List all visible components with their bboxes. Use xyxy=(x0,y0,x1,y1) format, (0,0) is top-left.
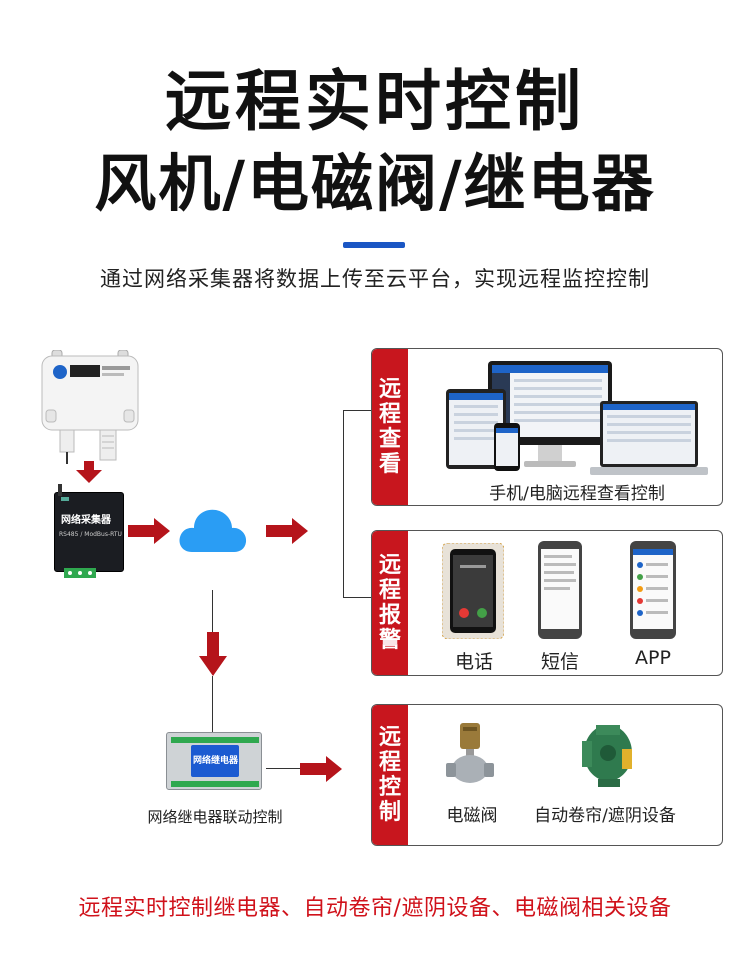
accent-divider xyxy=(343,242,405,248)
page-title: 远程实时控制 xyxy=(165,63,585,140)
tab-char: 警 xyxy=(378,628,401,653)
relay-caption: 网络继电器联动控制 xyxy=(147,808,283,826)
connector-line xyxy=(212,676,213,732)
alarm-item-sms: 短信 xyxy=(540,651,579,673)
arrow-right-icon xyxy=(300,756,342,782)
collector-terminal-icon xyxy=(64,568,96,578)
control-item-valve: 电磁阀 xyxy=(446,806,498,826)
shade-motor-icon xyxy=(582,725,632,787)
tab-char: 远 xyxy=(378,553,401,578)
tab-char: 程 xyxy=(378,750,401,775)
description-text: 通过网络采集器将数据上传至云平台，实现远程监控控制 xyxy=(100,267,650,291)
remote-alarm-tab: 远 程 报 警 xyxy=(372,531,408,675)
laptop-icon xyxy=(590,401,708,475)
arrow-down-icon xyxy=(199,632,227,676)
connector-line xyxy=(343,410,344,598)
solenoid-valve-icon xyxy=(446,723,494,783)
sms-icon xyxy=(538,541,582,639)
network-collector-device: 网络采集器 RS485 / ModBus-RTU xyxy=(54,492,124,572)
remote-view-caption: 手机/电脑远程查看控制 xyxy=(489,484,665,504)
tab-char: 远 xyxy=(378,377,401,402)
connector-line xyxy=(343,597,371,598)
tab-char: 程 xyxy=(378,578,401,603)
control-item-shade: 自动卷帘/遮阴设备 xyxy=(534,806,676,826)
smartphone-icon xyxy=(494,423,520,471)
tab-char: 制 xyxy=(378,800,401,825)
alarm-item-phone: 电话 xyxy=(454,651,493,673)
sensor-device-icon xyxy=(41,350,139,464)
remote-view-panel: 远 程 查 看 xyxy=(371,348,723,506)
remote-control-tab: 远 程 控 制 xyxy=(372,705,408,845)
remote-control-panel: 远 程 控 制 电磁阀 自动卷帘/遮阴设备 xyxy=(371,704,723,846)
connector-line xyxy=(343,410,371,411)
tab-char: 报 xyxy=(378,603,401,628)
connector-line xyxy=(266,768,300,769)
arrow-down-icon xyxy=(76,461,102,483)
tab-char: 程 xyxy=(378,402,401,427)
footer-note: 远程实时控制继电器、自动卷帘/遮阴设备、电磁阀相关设备 xyxy=(78,896,672,921)
arrow-right-icon xyxy=(128,518,170,544)
phone-call-icon xyxy=(442,543,504,639)
collector-label: 网络采集器 xyxy=(61,515,111,526)
remote-alarm-panel: 远 程 报 警 电话 短信 APP xyxy=(371,530,723,676)
monitor-icon xyxy=(488,361,612,467)
collector-sub-label: RS485 / ModBus-RTU xyxy=(59,531,122,538)
arrow-right-icon xyxy=(266,518,308,544)
tab-char: 远 xyxy=(378,725,401,750)
tab-char: 控 xyxy=(378,775,401,800)
connector-line xyxy=(212,590,213,632)
network-relay-device: 网络继电器 xyxy=(166,732,262,790)
app-icon xyxy=(630,541,676,639)
cloud-icon xyxy=(179,509,247,552)
page-subtitle-devices: 风机/电磁阀/继电器 xyxy=(94,147,656,220)
tab-char: 看 xyxy=(378,452,401,477)
tab-char: 查 xyxy=(378,427,401,452)
remote-view-tab: 远 程 查 看 xyxy=(372,349,408,505)
relay-label: 网络继电器 xyxy=(193,756,239,766)
antenna-icon xyxy=(58,484,62,496)
alarm-item-app: APP xyxy=(635,647,671,669)
